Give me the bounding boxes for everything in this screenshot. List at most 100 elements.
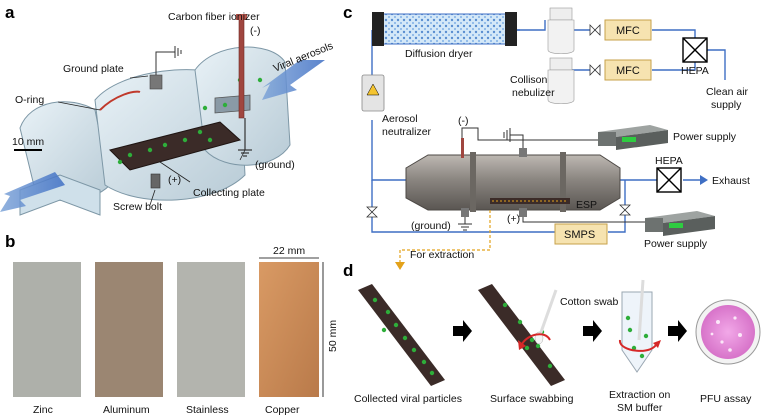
- power-supply-top: [598, 125, 668, 150]
- panel-c: c Diffusion dryer: [343, 3, 750, 270]
- collecting-plate: [109, 121, 242, 171]
- esp-body: [405, 154, 621, 211]
- label-step4: PFU assay: [700, 393, 752, 405]
- hepa-top-icon: [682, 37, 708, 63]
- panel-d: d Collected viral particles Cotton swab …: [343, 261, 761, 414]
- cotton-swab: [538, 289, 558, 336]
- label-step1: Collected viral particles: [354, 393, 462, 405]
- particles-plate1: [372, 297, 435, 376]
- label-scale: 10 mm: [12, 136, 44, 148]
- plate-collected: [358, 284, 445, 386]
- label-zinc: Zinc: [33, 404, 53, 416]
- valve-bottom: [589, 64, 601, 76]
- esp-ionizer: [461, 138, 464, 158]
- top-connector: [149, 74, 163, 90]
- label-power-top: Power supply: [673, 131, 737, 143]
- label-ionizer-minus: (-): [250, 25, 261, 37]
- screw-bolt: [150, 173, 161, 189]
- esp-bottom-ground-connector: [461, 208, 469, 217]
- valve-left: [366, 206, 378, 218]
- esp-plus-connector: [519, 208, 527, 217]
- dryer-cap-right: [505, 12, 517, 46]
- nebulizer-bottom: [547, 57, 575, 105]
- smps-box: [554, 223, 608, 245]
- label-step3b: SM buffer: [617, 402, 663, 414]
- sample-zinc: [13, 262, 81, 397]
- tube-rotation-head: [653, 340, 661, 348]
- arrow-step3: [668, 320, 687, 342]
- plate-swabbing: [478, 284, 565, 386]
- esp-top-ground-wire: [510, 134, 524, 148]
- panel-b-letter: b: [5, 232, 15, 251]
- nebulizer-top: [547, 7, 575, 55]
- particles-tube: [625, 315, 649, 359]
- label-clean-air: Clean air: [706, 86, 749, 98]
- label-dryer: Diffusion dryer: [405, 48, 473, 60]
- valve-top: [589, 24, 601, 36]
- label-swab: Cotton swab: [560, 296, 619, 308]
- label-ionizer: Carbon fiber ionizer: [168, 11, 260, 23]
- mfc-bottom-box: [604, 59, 652, 81]
- label-hepa-top: HEPA: [681, 65, 709, 77]
- label-step2: Surface swabbing: [490, 393, 574, 405]
- label-ground-c: (ground): [411, 220, 451, 232]
- dryer-body: [381, 13, 508, 45]
- power-supply-bottom: [645, 211, 715, 236]
- viral-aerosol-arrow: [262, 60, 325, 100]
- exhaust-arrowhead: [700, 175, 708, 185]
- label-extraction: For extraction: [410, 249, 474, 261]
- extraction-tube: [621, 291, 653, 373]
- label-aluminum: Aluminum: [103, 404, 150, 416]
- tube-swab: [637, 279, 645, 341]
- label-screw-bolt: Screw bolt: [113, 201, 162, 213]
- label-hepa-right: HEPA: [655, 155, 683, 167]
- panel-c-letter: c: [343, 3, 352, 22]
- extraction-arrowhead: [395, 262, 405, 270]
- esp-ionizer-wire: [461, 127, 640, 141]
- label-plus-c: (+): [507, 213, 520, 225]
- leader-lines-a: [57, 75, 246, 206]
- label-mfc-top: MFC: [616, 25, 640, 37]
- ionizer-cap: [236, 14, 247, 20]
- sample-copper: [259, 262, 319, 397]
- label-esp: ESP: [576, 199, 597, 211]
- panel-b: b 22 mm 50 mm Zinc Aluminum Stainless Co…: [5, 232, 339, 416]
- label-neutralizer: neutralizer: [382, 126, 432, 138]
- esp-bottom-ground-symbol: [458, 223, 472, 231]
- label-oring: O-ring: [15, 94, 44, 106]
- panel-d-letter: d: [343, 261, 353, 280]
- label-copper: Copper: [265, 404, 300, 416]
- label-stainless: Stainless: [186, 404, 229, 416]
- label-exhaust: Exhaust: [712, 175, 750, 187]
- ionizer-rod: [238, 17, 245, 119]
- mfc-top-box: [604, 19, 652, 41]
- label-height: 50 mm: [327, 320, 339, 352]
- panel-a-letter: a: [5, 3, 15, 22]
- label-aerosol: Aerosol: [382, 113, 418, 125]
- top-ground-symbol: [174, 46, 182, 58]
- label-ground-a: (ground): [255, 159, 295, 171]
- panel-a: a: [0, 3, 335, 216]
- valve-right: [619, 204, 631, 216]
- esp-plus-wire: [522, 217, 645, 223]
- o-ring: [99, 90, 141, 111]
- label-step3a: Extraction on: [609, 389, 670, 401]
- label-collecting-plate: Collecting plate: [193, 187, 265, 199]
- ground-plate: [214, 94, 251, 114]
- label-ground-plate: Ground plate: [63, 63, 124, 75]
- swab-motion-arrow: [521, 333, 551, 345]
- arrow-step1: [453, 320, 472, 342]
- sample-stainless: [177, 262, 245, 397]
- plaques: [710, 316, 742, 352]
- label-power-bottom: Power supply: [644, 238, 708, 250]
- exit-arrow: [0, 172, 65, 212]
- esp-ring-left: [470, 152, 476, 212]
- esp-top-ground-symbol: [503, 128, 511, 142]
- label-plus-a: (+): [168, 174, 181, 186]
- radiation-warning-icon: [366, 83, 380, 96]
- label-width: 22 mm: [273, 245, 305, 257]
- hepa-right-icon: [656, 167, 682, 193]
- swab-motion-head: [518, 340, 526, 350]
- petri-dish-agar: [701, 305, 755, 359]
